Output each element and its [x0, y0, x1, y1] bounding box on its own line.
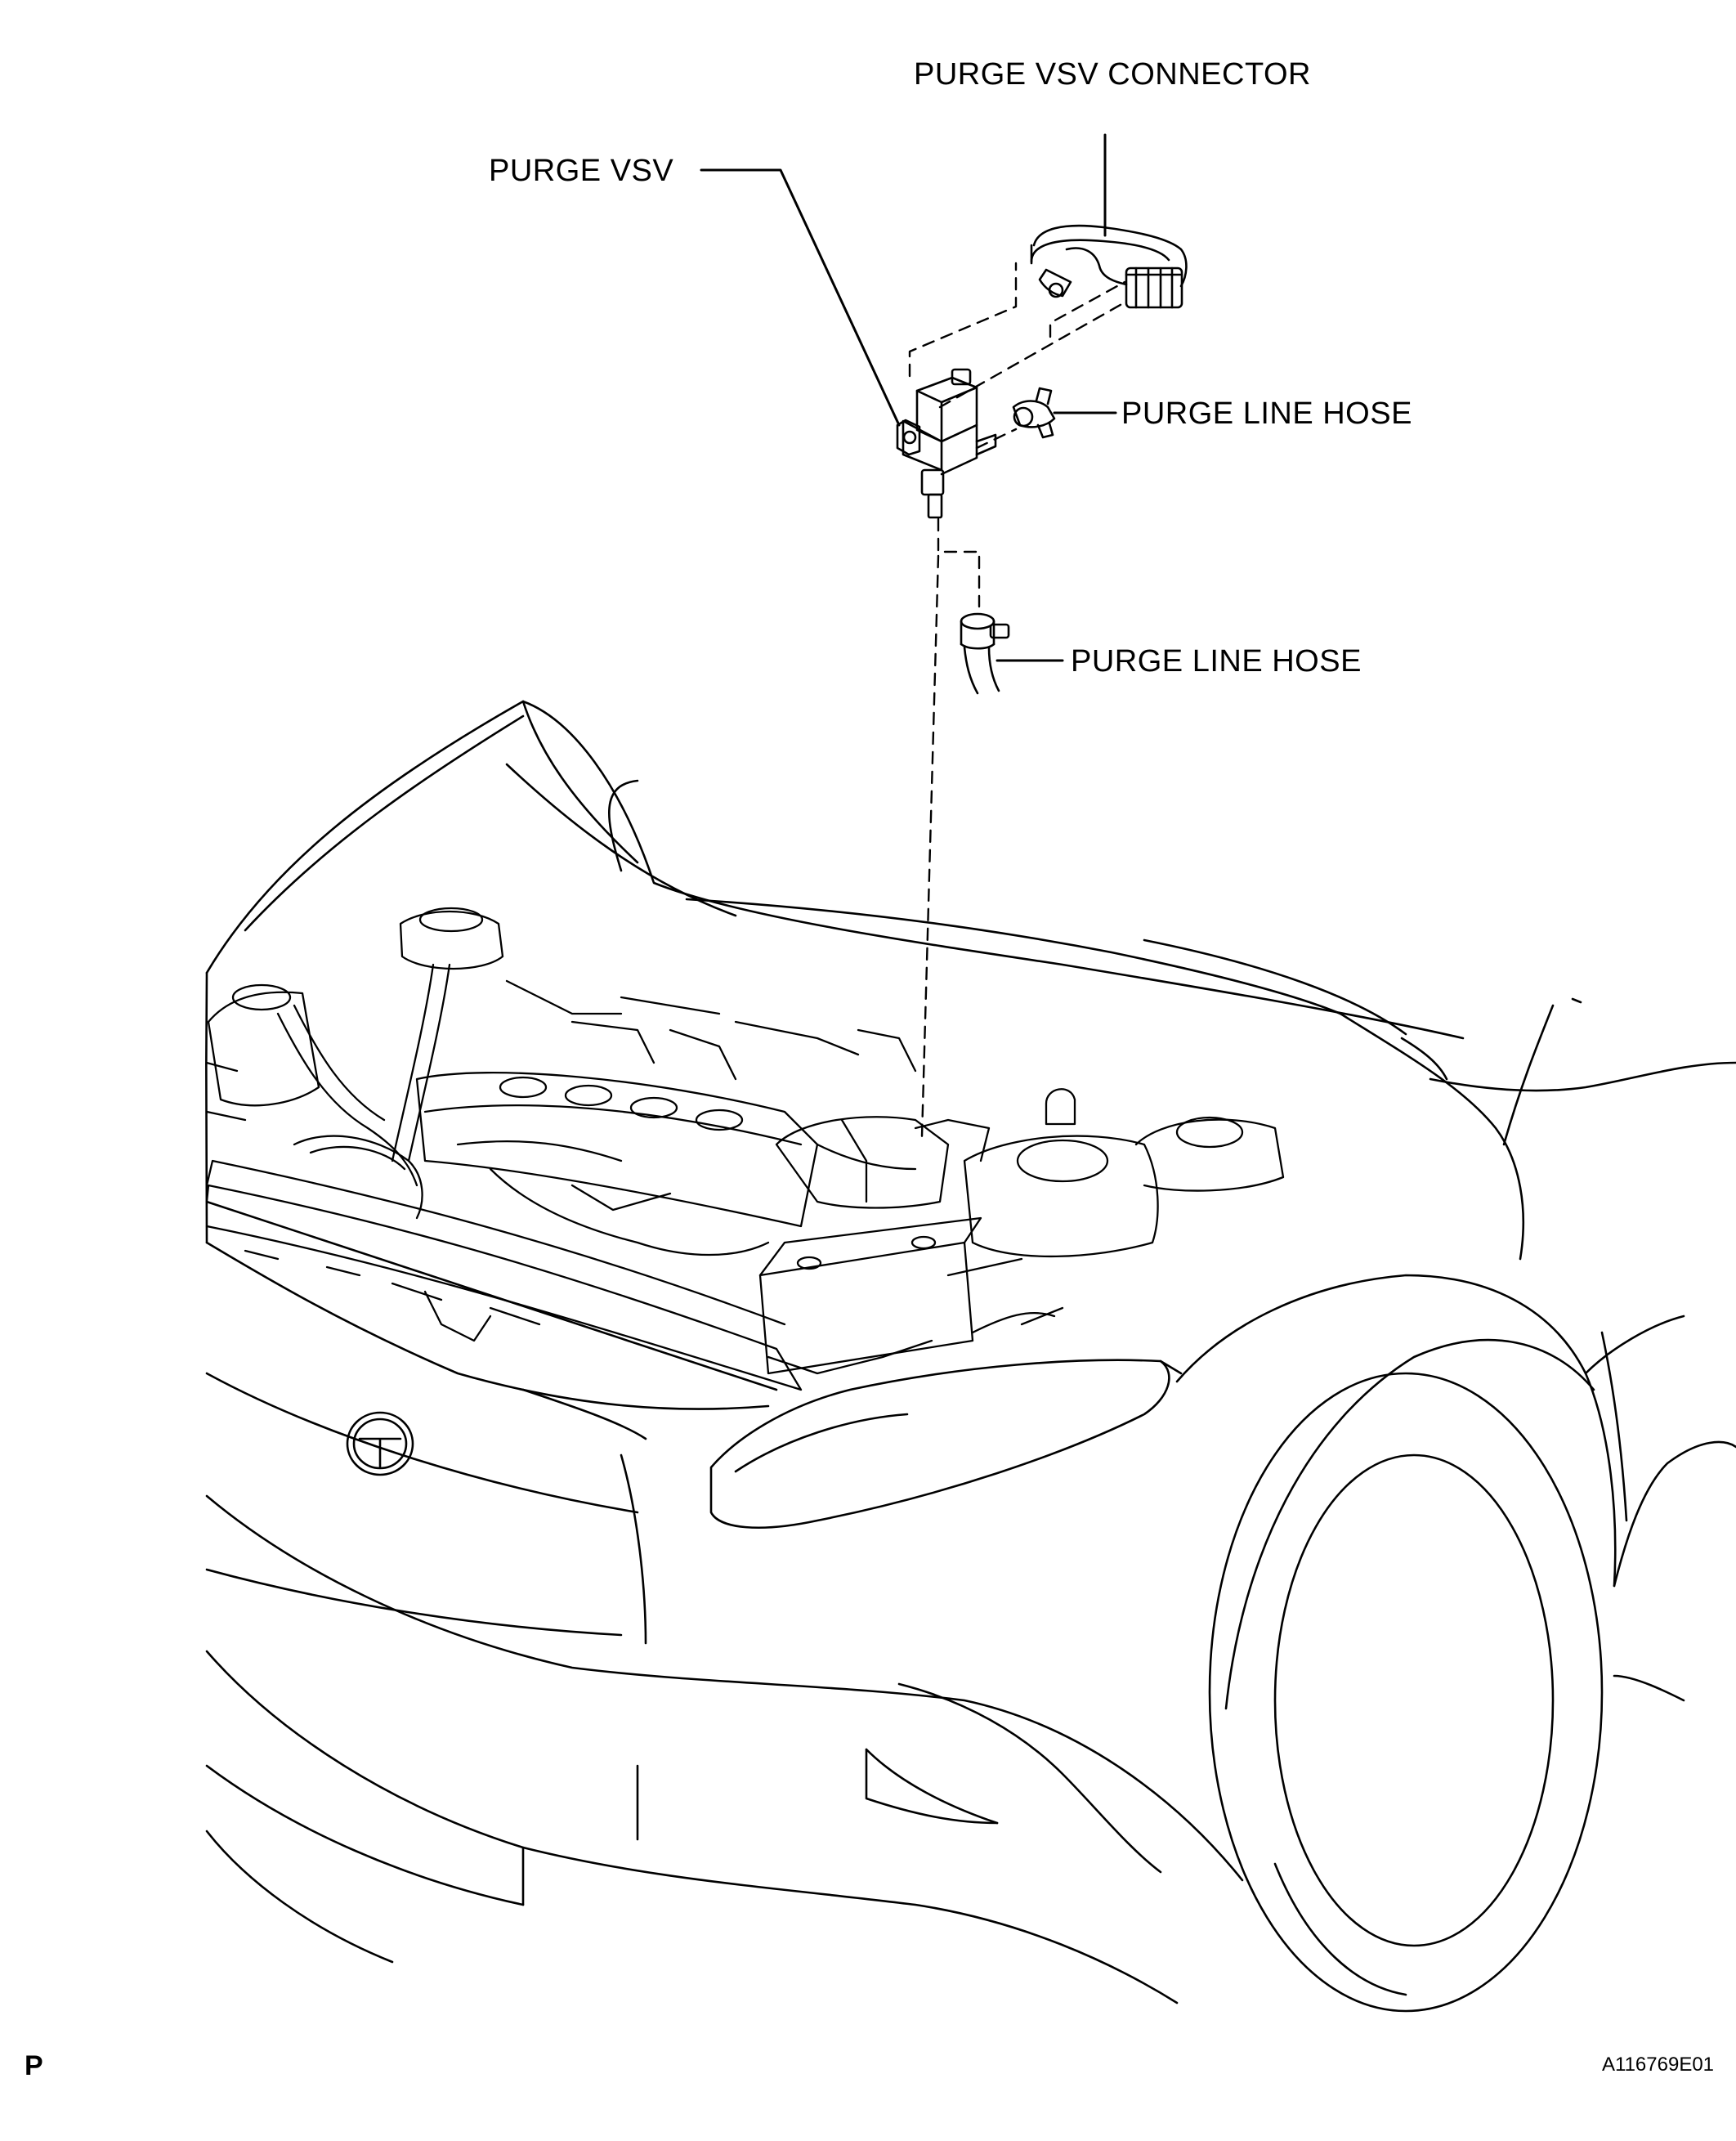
purge-vsv-connector-part [1030, 224, 1188, 309]
dashed-vsv-to-hose-lower [937, 517, 981, 608]
purge-vsv-part [896, 368, 997, 519]
dashed-vsv-to-connector-a [908, 262, 1018, 378]
front-emblem [346, 1411, 414, 1476]
dashed-assembly-lines [908, 262, 1126, 1138]
dashed-vsv-to-engine [920, 554, 940, 1138]
dashed-vsv-to-connector-b [1049, 280, 1126, 338]
leader-lines [700, 133, 1117, 662]
headlight [709, 1359, 1183, 1530]
label-purge-line-hose-upper: PURGE LINE HOSE [1121, 396, 1412, 431]
label-purge-vsv-connector: PURGE VSV CONNECTOR [914, 57, 1311, 92]
dashed-vsv-to-connector-c [938, 301, 1126, 409]
figure-code: A116769E01 [1602, 2054, 1715, 2076]
label-purge-vsv: PURGE VSV [489, 154, 674, 188]
corner-letter: P [25, 2050, 43, 2081]
engine-bay [205, 907, 1285, 1391]
label-purge-line-hose-lower: PURGE LINE HOSE [1071, 644, 1362, 679]
open-hood [205, 700, 1465, 1081]
leader-purge-vsv [700, 168, 901, 427]
purge-line-hose-upper-part [1012, 387, 1056, 439]
car-body [204, 971, 1244, 2004]
purge-line-hose-lower-part [960, 612, 1010, 695]
fender-and-wheel [1175, 997, 1736, 2013]
